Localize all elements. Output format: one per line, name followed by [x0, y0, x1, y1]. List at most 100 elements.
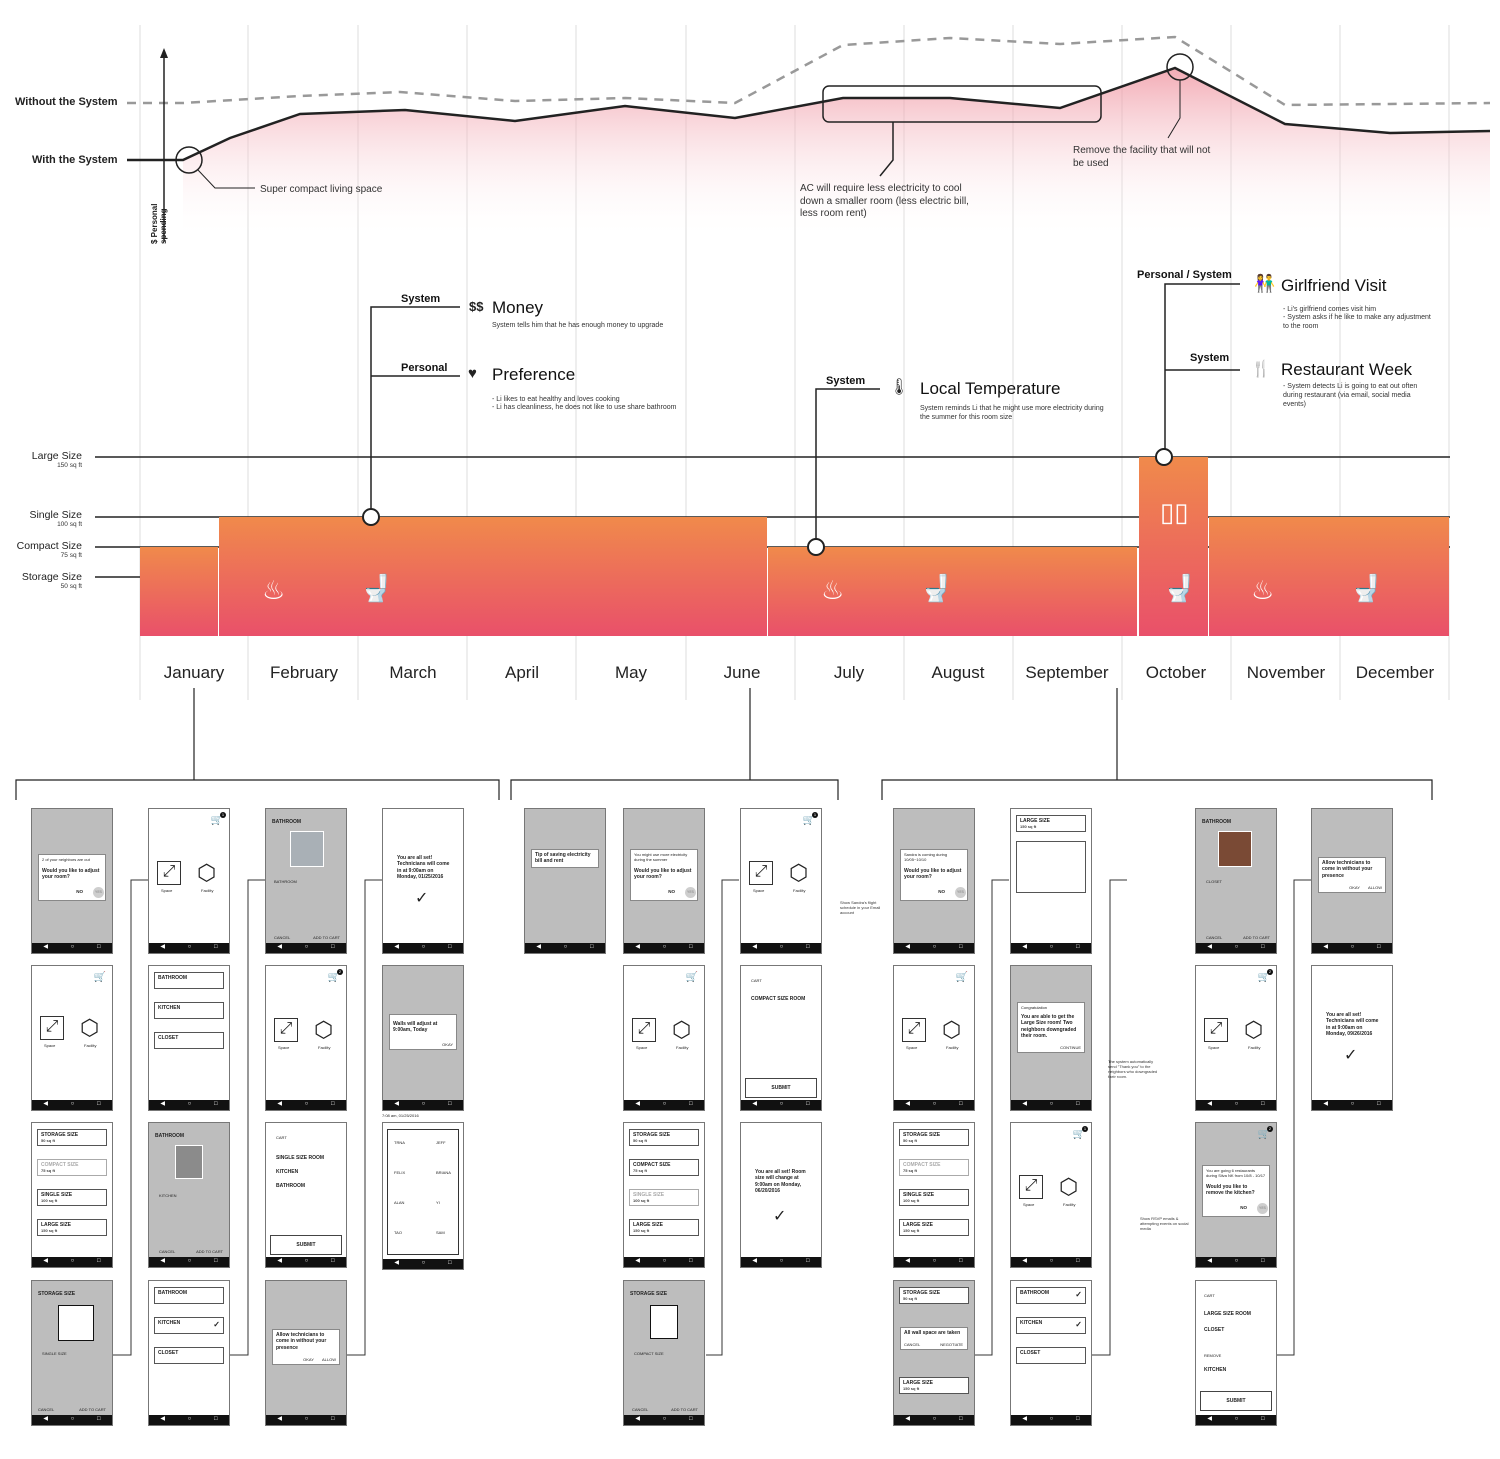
- home-icon[interactable]: ○: [662, 1416, 667, 1423]
- home-icon[interactable]: ○: [779, 1101, 784, 1108]
- home-icon[interactable]: ○: [304, 1416, 309, 1423]
- recents-icon[interactable]: □: [331, 1258, 335, 1265]
- space-icon[interactable]: ⤢: [1204, 1018, 1228, 1042]
- submit-button[interactable]: SUBMIT: [745, 1078, 817, 1098]
- facility-icon[interactable]: ⬡: [789, 860, 809, 885]
- back-icon[interactable]: ◀: [752, 1101, 757, 1108]
- recents-icon[interactable]: □: [97, 1101, 101, 1108]
- recents-icon[interactable]: □: [331, 1101, 335, 1108]
- recents-icon[interactable]: □: [1076, 1258, 1080, 1265]
- back-icon[interactable]: ◀: [752, 1258, 757, 1265]
- facility-icon[interactable]: ⬡: [942, 1017, 962, 1042]
- home-icon[interactable]: ○: [421, 1260, 426, 1267]
- bathroom-row[interactable]: BATHROOM: [154, 972, 224, 989]
- cart-icon[interactable]: 🛒: [1257, 972, 1270, 983]
- negotiate-button[interactable]: NEGOTIATE: [940, 1342, 964, 1348]
- recents-icon[interactable]: □: [448, 1260, 452, 1267]
- back-icon[interactable]: ◀: [1022, 1416, 1027, 1423]
- cancel-button[interactable]: CANCEL: [159, 1249, 176, 1254]
- home-icon[interactable]: ○: [1350, 1101, 1355, 1108]
- recents-icon[interactable]: □: [959, 1101, 963, 1108]
- home-icon[interactable]: ○: [421, 944, 426, 951]
- recents-icon[interactable]: □: [1261, 1258, 1265, 1265]
- add-to-cart-button[interactable]: ADD TO CART: [79, 1407, 106, 1412]
- home-icon[interactable]: ○: [187, 1101, 192, 1108]
- cart-icon[interactable]: 🛒: [93, 972, 106, 983]
- home-icon[interactable]: ○: [779, 1258, 784, 1265]
- home-icon[interactable]: ○: [662, 944, 667, 951]
- add-to-cart-button[interactable]: ADD TO CART: [1243, 935, 1270, 940]
- yes-button[interactable]: [954, 886, 966, 898]
- back-icon[interactable]: ◀: [394, 1260, 399, 1267]
- recents-icon[interactable]: □: [689, 1258, 693, 1265]
- space-icon[interactable]: ⤢: [40, 1016, 64, 1040]
- recents-icon[interactable]: □: [590, 944, 594, 951]
- cart-icon[interactable]: 🛒: [802, 815, 815, 826]
- recents-icon[interactable]: □: [331, 944, 335, 951]
- cancel-button[interactable]: CANCEL: [904, 1342, 921, 1348]
- bathroom-row[interactable]: BATHROOM: [154, 1287, 224, 1304]
- cancel-button[interactable]: CANCEL: [1206, 935, 1223, 940]
- home-icon[interactable]: ○: [1234, 944, 1239, 951]
- home-icon[interactable]: ○: [187, 1416, 192, 1423]
- add-to-cart-button[interactable]: ADD TO CART: [196, 1249, 223, 1254]
- back-icon[interactable]: ◀: [1207, 944, 1212, 951]
- cancel-button[interactable]: CANCEL: [632, 1407, 649, 1412]
- recents-icon[interactable]: □: [1076, 944, 1080, 951]
- recents-icon[interactable]: □: [689, 1101, 693, 1108]
- back-icon[interactable]: ◀: [394, 944, 399, 951]
- back-icon[interactable]: ◀: [1207, 1101, 1212, 1108]
- facility-icon[interactable]: ⬡: [314, 1017, 334, 1042]
- cart-icon[interactable]: 🛒: [955, 972, 968, 983]
- facility-icon[interactable]: ⬡: [80, 1015, 100, 1040]
- back-icon[interactable]: ◀: [905, 1258, 910, 1265]
- home-icon[interactable]: ○: [932, 944, 937, 951]
- okay-button[interactable]: OKAY: [442, 1041, 453, 1047]
- back-icon[interactable]: ◀: [160, 944, 165, 951]
- facility-icon[interactable]: ⬡: [1244, 1017, 1264, 1042]
- home-icon[interactable]: ○: [932, 1258, 937, 1265]
- submit-button[interactable]: SUBMIT: [270, 1235, 342, 1255]
- space-icon[interactable]: ⤢: [632, 1018, 656, 1042]
- home-icon[interactable]: ○: [932, 1416, 937, 1423]
- home-icon[interactable]: ○: [70, 1416, 75, 1423]
- add-to-cart-button[interactable]: ADD TO CART: [671, 1407, 698, 1412]
- home-icon[interactable]: ○: [1049, 1101, 1054, 1108]
- back-icon[interactable]: ◀: [1323, 1101, 1328, 1108]
- recents-icon[interactable]: □: [448, 944, 452, 951]
- allow-button[interactable]: ALLOW: [321, 1356, 336, 1362]
- home-icon[interactable]: ○: [1049, 944, 1054, 951]
- back-icon[interactable]: ◀: [43, 944, 48, 951]
- allow-button[interactable]: ALLOW: [1367, 884, 1382, 890]
- kitchen-row[interactable]: KITCHEN: [154, 1002, 224, 1019]
- facility-icon[interactable]: ⬡: [197, 860, 217, 885]
- back-icon[interactable]: ◀: [160, 1101, 165, 1108]
- back-icon[interactable]: ◀: [752, 944, 757, 951]
- back-icon[interactable]: ◀: [635, 944, 640, 951]
- back-icon[interactable]: ◀: [43, 1258, 48, 1265]
- back-icon[interactable]: ◀: [277, 1258, 282, 1265]
- recents-icon[interactable]: □: [97, 1416, 101, 1423]
- home-icon[interactable]: ○: [1234, 1416, 1239, 1423]
- recents-icon[interactable]: □: [1261, 1101, 1265, 1108]
- no-button[interactable]: NO: [668, 889, 675, 895]
- yes-label[interactable]: YES: [1258, 1206, 1266, 1211]
- back-icon[interactable]: ◀: [905, 1101, 910, 1108]
- home-icon[interactable]: ○: [70, 1101, 75, 1108]
- recents-icon[interactable]: □: [97, 1258, 101, 1265]
- back-icon[interactable]: ◀: [635, 1101, 640, 1108]
- yes-label[interactable]: YES: [686, 890, 694, 895]
- home-icon[interactable]: ○: [662, 1258, 667, 1265]
- home-icon[interactable]: ○: [304, 1101, 309, 1108]
- closet-row[interactable]: CLOSET: [1016, 1347, 1086, 1364]
- back-icon[interactable]: ◀: [1323, 944, 1328, 951]
- no-button[interactable]: NO: [76, 889, 83, 895]
- yes-button[interactable]: [92, 886, 104, 898]
- cart-icon[interactable]: 🛒: [1257, 1129, 1270, 1140]
